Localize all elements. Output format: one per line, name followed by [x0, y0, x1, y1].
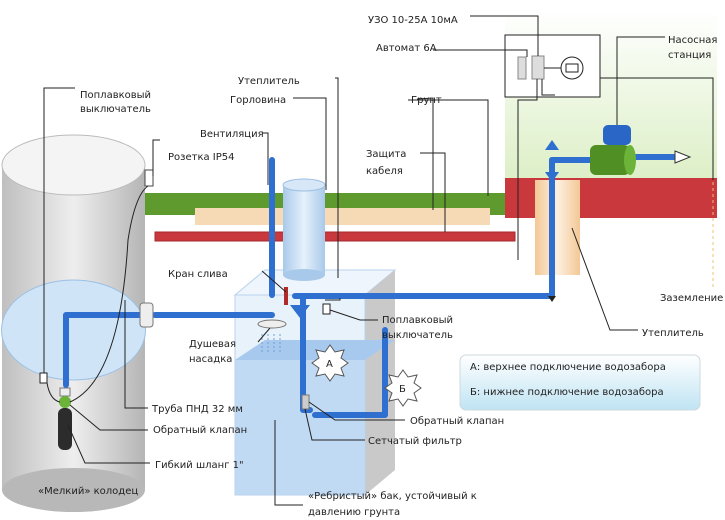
marker-b-label: Б — [399, 384, 406, 395]
label-ground: Грунт — [411, 95, 442, 106]
marker-b-star — [384, 369, 422, 407]
pump-station — [590, 125, 636, 175]
grounding-arrow-icon — [548, 296, 556, 302]
insulation-band — [195, 208, 490, 225]
label-pnd-pipe: Труба ПНД 32 мм — [151, 404, 243, 415]
tank-inner-pipe — [300, 293, 313, 413]
bottom-intake-pipe — [312, 327, 388, 418]
label-rcd: УЗО 10-25А 10мА — [368, 15, 458, 26]
legend-b: Б: нижнее подключение водозабора — [470, 387, 664, 398]
float-switch-tank-icon — [322, 303, 331, 315]
marker-a-label: А — [326, 359, 333, 370]
tank-neck — [283, 185, 325, 275]
outlet-arrow-icon — [674, 150, 692, 164]
electrical-panel — [504, 34, 601, 98]
legend-box — [459, 354, 701, 411]
drain-spout — [290, 305, 310, 318]
label-neck: Горловина — [230, 95, 286, 106]
label-shower-head: Душевая — [189, 339, 236, 350]
pipe-insulation-sleeve — [535, 180, 580, 275]
mesh-filter-icon — [301, 394, 310, 410]
up-arrow-icon — [545, 140, 559, 150]
float-switch-well-icon — [39, 372, 48, 384]
ribbed-tank — [233, 269, 397, 496]
label-breaker: Автомат 6А — [376, 43, 437, 54]
label-grounding: Заземление — [660, 293, 723, 304]
label-drain-valve: Кран слива — [168, 269, 228, 280]
well-intake-pipe — [63, 312, 143, 388]
shower-spray — [261, 334, 281, 352]
label-float-switch-tank-2: выключатель — [382, 330, 453, 341]
label-float-switch-well: Поплавковый — [80, 90, 151, 101]
label-shallow-well: «Мелкий» колодец — [38, 486, 138, 497]
shower-head-icon — [257, 319, 287, 329]
marker-a-star — [311, 344, 349, 382]
label-tank: «Ребристый» бак, устойчивый к — [308, 491, 477, 502]
drain-valve-icon — [284, 287, 288, 305]
label-pump-station-2: станция — [668, 50, 711, 61]
down-arrow-icon — [545, 172, 559, 182]
shallow-well — [1, 134, 146, 512]
cable-protection-tube — [154, 231, 516, 242]
label-mesh-filter: Сетчатый фильтр — [368, 436, 462, 447]
label-insulation-right: Утеплитель — [642, 328, 704, 339]
label-tank-2: давлению грунта — [308, 507, 400, 518]
submersible-pump — [58, 387, 72, 450]
coupling — [139, 302, 154, 328]
legend-a: А: верхнее подключение водозабора — [470, 362, 666, 373]
label-cable-protection-2: кабеля — [366, 166, 403, 177]
label-check-valve-well: Обратный клапан — [153, 425, 247, 436]
label-socket: Розетка IP54 — [168, 152, 235, 163]
label-pump-station: Насосная — [668, 35, 717, 46]
label-shower-head-2: насадка — [189, 354, 232, 365]
label-insulation-top: Утеплитель — [238, 76, 300, 87]
socket-ip54-icon — [144, 169, 154, 187]
label-cable-protection: Защита — [366, 149, 406, 160]
label-float-switch-tank: Поплавковый — [382, 315, 453, 326]
well-water — [1, 279, 146, 381]
label-flex-hose: Гибкий шланг 1" — [155, 460, 244, 471]
breaker-icon — [517, 56, 527, 80]
label-check-valve-tank: Обратный клапан — [410, 416, 504, 427]
label-float-switch-well-2: выключатель — [80, 104, 151, 115]
label-ventilation: Вентиляция — [200, 129, 264, 140]
rcd-icon — [531, 55, 545, 80]
